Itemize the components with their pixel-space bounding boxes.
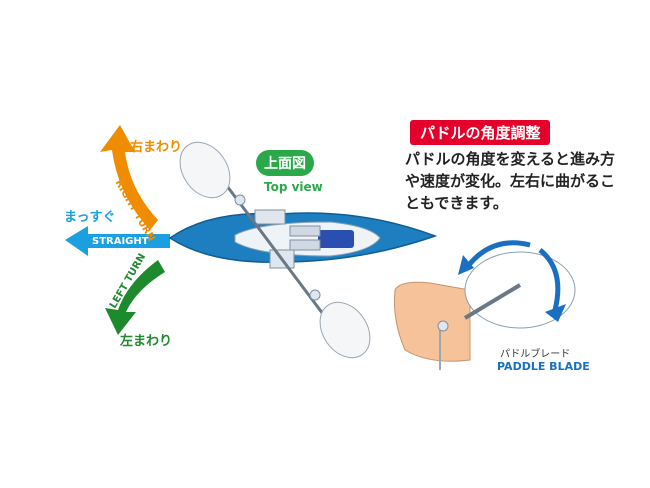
paddle-closeup: [394, 240, 576, 370]
straight-arrow: [65, 226, 170, 256]
adjustment-description: パドルの角度を変えると進み方や速度が変化。左右に曲がることもできます。: [405, 150, 616, 212]
top-view-badge: 上面図: [256, 150, 314, 176]
left-turn-arrow: [105, 260, 165, 335]
boat-hull: [168, 209, 438, 269]
top-view-label: Top view: [264, 180, 323, 194]
straight-label-jp: まっすぐ: [64, 210, 116, 225]
adjustment-heading: パドルの角度調整: [410, 120, 551, 145]
paddle-blade-label-jp: パドルブレード: [500, 349, 571, 360]
paddle-assembly: [179, 141, 371, 359]
right-turn-label-jp: 右まわり: [130, 140, 183, 155]
right-turn-arrow: [100, 125, 158, 230]
left-turn-label-jp: 左まわり: [120, 334, 173, 349]
paddle-blade-label-en: PADDLE BLADE: [497, 360, 590, 373]
straight-label-en: STRAIGHT: [92, 236, 149, 247]
